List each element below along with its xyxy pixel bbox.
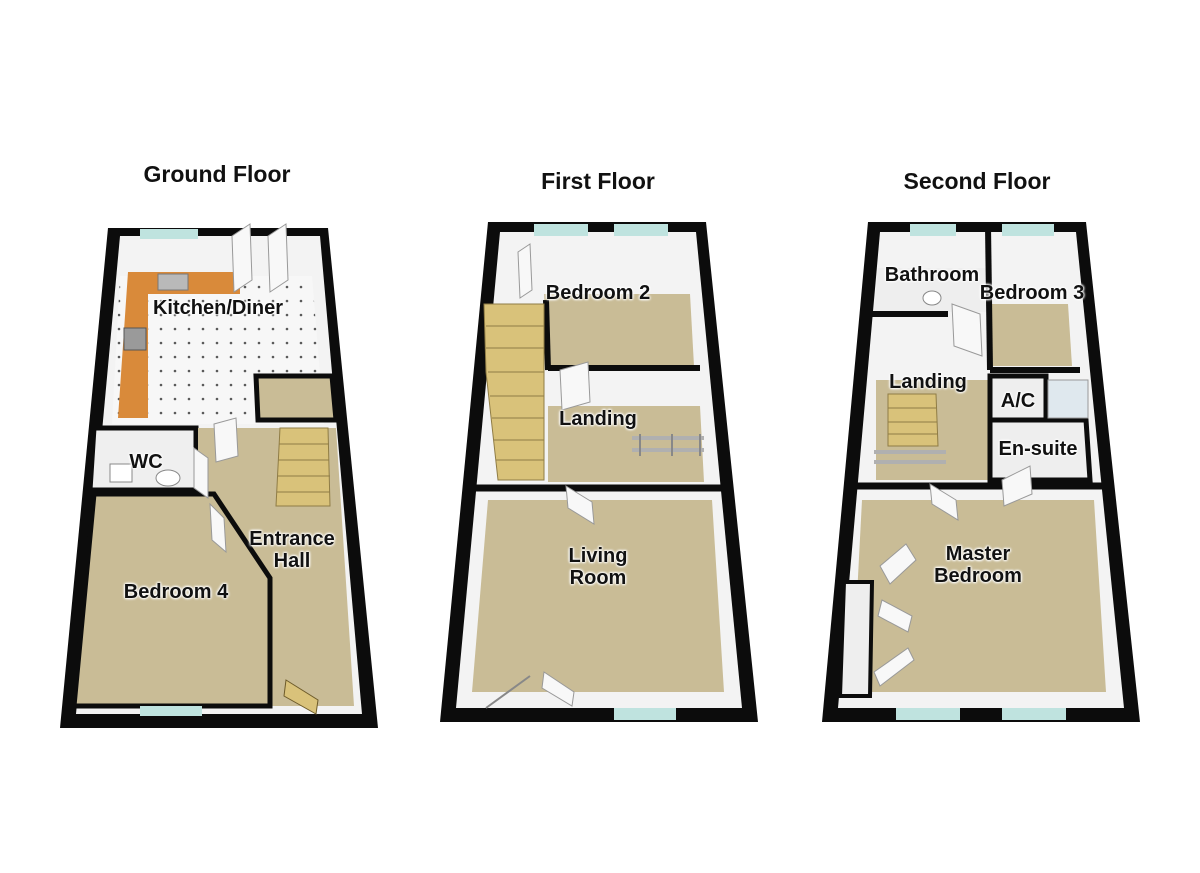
master-bedroom-label-line-2: Bedroom — [934, 565, 1022, 587]
bedroom-3-label: Bedroom 3 — [979, 282, 1085, 304]
wardrobe-door-bottom — [873, 647, 915, 687]
ground-floor-plan — [60, 223, 378, 728]
bathroom-room — [874, 268, 988, 312]
living-room-door-swing — [485, 675, 531, 709]
bathroom-toilet — [922, 290, 942, 306]
bedroom-2-wardrobe-door — [517, 243, 533, 299]
airing-cupboard-label: A/C — [1000, 390, 1036, 412]
master-bedroom-floor — [852, 500, 1106, 692]
kitchen-french-door-right — [267, 223, 289, 293]
entrance-hall-label-line-1: Entrance — [249, 528, 335, 550]
living-room-front-door — [541, 671, 575, 707]
en-suite-door — [1001, 465, 1033, 507]
ground-floor-title: Ground Floor — [143, 161, 291, 187]
bedroom-3-room — [990, 304, 1072, 366]
en-suite-shower — [1047, 379, 1089, 419]
bedroom-4-label: Bedroom 4 — [123, 581, 229, 603]
bathroom-label: Bathroom — [884, 264, 980, 286]
second-floor-banister — [874, 450, 946, 464]
wardrobe-door-lower — [877, 599, 913, 633]
under-stairs-cupboard — [253, 373, 339, 423]
bedroom-3-door — [951, 303, 983, 357]
kitchen-door — [213, 417, 239, 463]
bedroom-2-window-left — [534, 224, 588, 236]
kitchen-sink — [157, 273, 189, 291]
living-room-label-line-2: Room — [569, 567, 627, 589]
first-floor-banister — [632, 434, 704, 456]
bedroom-3-window — [1002, 224, 1054, 236]
living-room-window — [614, 708, 676, 720]
bedroom-4-window — [140, 706, 202, 716]
second-floor-title: Second Floor — [903, 168, 1051, 194]
living-room-label: Living Room — [569, 545, 628, 589]
second-floor-stairs — [887, 393, 939, 447]
entrance-hall-label-line-2: Hall — [273, 550, 311, 572]
en-suite-room — [987, 417, 1093, 483]
master-bedroom-wardrobe — [837, 580, 875, 698]
bathroom-window — [910, 224, 956, 236]
bedroom-2-wall — [543, 299, 551, 371]
kitchen-french-door-left — [231, 223, 253, 293]
bedroom-2-room — [544, 294, 694, 366]
ground-floor-stairs — [275, 427, 331, 507]
master-bedroom-label-line-1: Master — [945, 543, 1011, 565]
master-bedroom-window-left — [896, 708, 960, 720]
living-room-label-line-1: Living — [568, 545, 628, 567]
first-floor-plan — [440, 222, 758, 722]
wc-basin — [109, 463, 133, 483]
first-floor-stairs — [483, 303, 545, 481]
master-bedroom-label: Master Bedroom — [934, 543, 1022, 587]
en-suite-label: En-suite — [998, 438, 1078, 460]
bedroom-3-left-wall — [985, 225, 993, 371]
first-floor-landing-label: Landing — [559, 408, 637, 430]
front-door — [283, 679, 319, 715]
living-room-door — [565, 485, 595, 525]
wc-label: WC — [129, 451, 163, 473]
kitchen-window — [140, 229, 198, 239]
bedroom-2-door — [559, 361, 591, 411]
master-bedroom-window-right — [1002, 708, 1066, 720]
living-room-floor — [472, 500, 724, 692]
second-floor-landing-label: Landing — [889, 371, 967, 393]
first-floor-landing-floor — [548, 406, 704, 482]
master-bedroom-door — [929, 483, 959, 521]
bedroom-2-window-right — [614, 224, 668, 236]
wc-toilet — [155, 469, 181, 487]
kitchen-diner-label: Kitchen/Diner — [152, 297, 284, 319]
first-floor-title: First Floor — [541, 168, 655, 194]
kitchen-hob — [123, 327, 147, 351]
bedroom-2-label: Bedroom 2 — [545, 282, 651, 304]
wc-door — [193, 447, 209, 499]
entrance-hall-label: Entrance Hall — [249, 528, 335, 572]
wardrobe-door-upper — [879, 543, 917, 585]
bedroom-4-door — [209, 502, 227, 554]
second-floor-plan — [822, 222, 1140, 722]
